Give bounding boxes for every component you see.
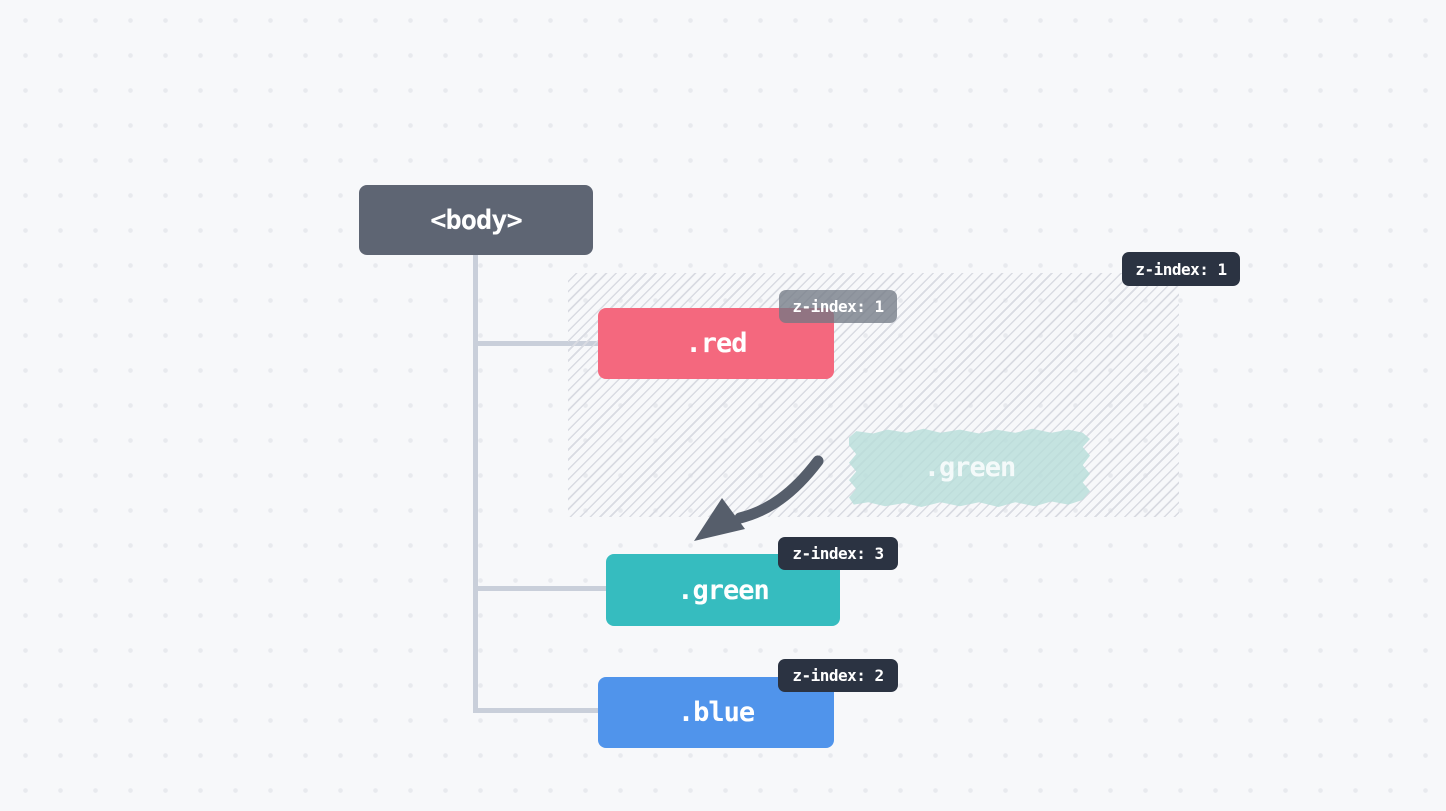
ghost-green-node: .green (849, 428, 1090, 507)
body-node-label: <body> (430, 204, 523, 236)
blue-zindex-label: z-index: 2 (792, 666, 884, 685)
tree-connector-blue-branch (473, 708, 600, 713)
green-zindex-badge: z-index: 3 (778, 537, 898, 570)
green-zindex-label: z-index: 3 (792, 544, 884, 563)
tree-connector-vertical (473, 255, 478, 713)
stacking-context-zindex-label: z-index: 1 (1135, 259, 1227, 279)
stacking-context-zindex-badge: z-index: 1 (1122, 252, 1240, 286)
red-zindex-label: z-index: 1 (792, 297, 884, 316)
blue-zindex-badge: z-index: 2 (778, 659, 898, 692)
tree-connector-green-branch (473, 586, 608, 591)
blue-node-label: .blue (677, 697, 755, 728)
green-node-label: .green (677, 574, 770, 606)
tree-connector-red-branch (473, 341, 600, 346)
ghost-green-label: .green (923, 452, 1017, 483)
red-node: .red (598, 308, 834, 379)
red-node-label: .red (685, 328, 747, 359)
red-zindex-badge: z-index: 1 (779, 290, 897, 323)
body-node: <body> (359, 185, 593, 255)
